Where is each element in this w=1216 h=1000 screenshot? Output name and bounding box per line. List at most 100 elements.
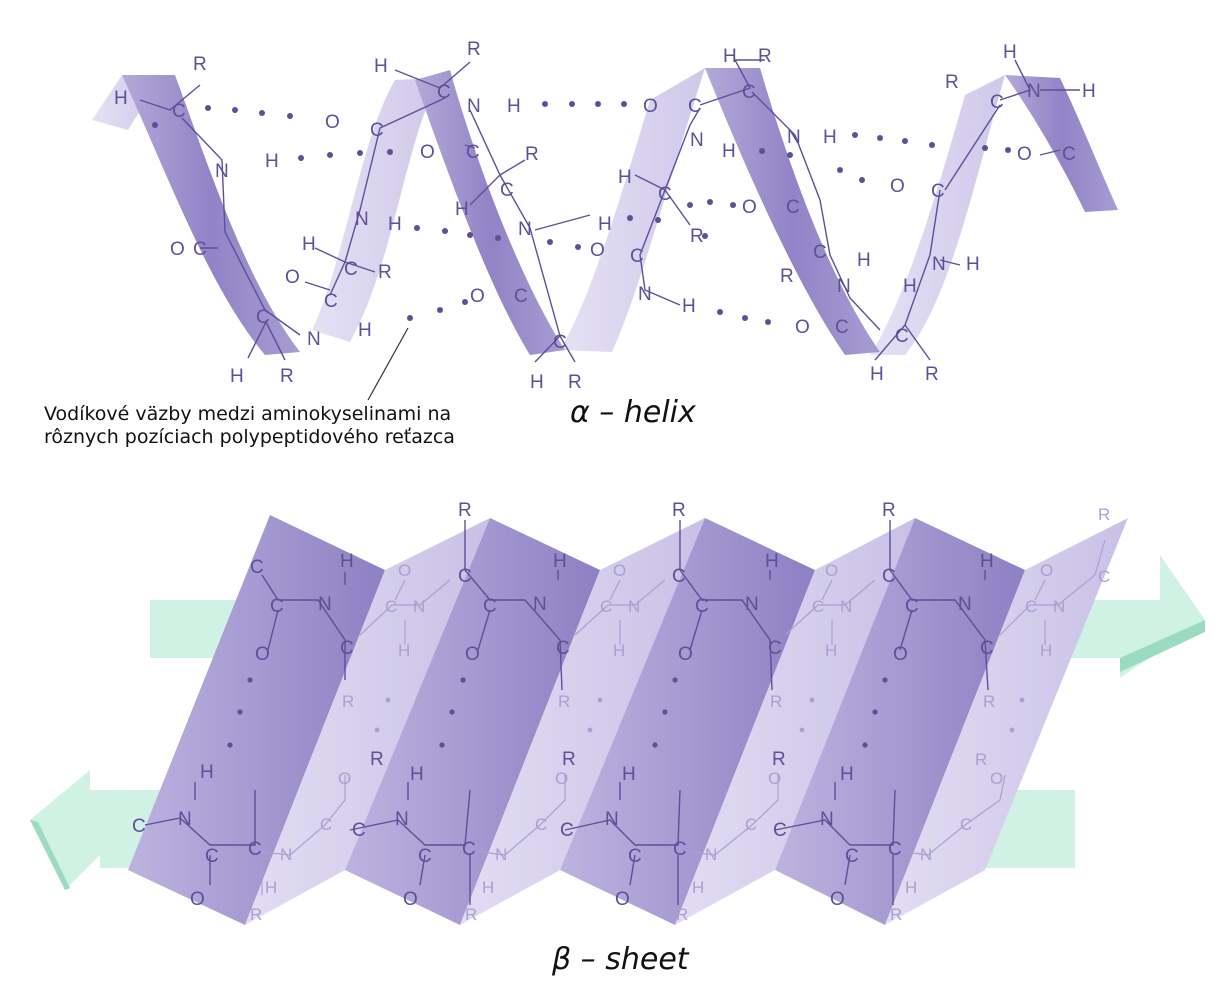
svg-text:N: N — [495, 845, 507, 864]
svg-text:C: C — [882, 566, 896, 587]
svg-text:N: N — [355, 209, 369, 230]
svg-text:R: R — [925, 364, 939, 385]
svg-text:O: O — [420, 142, 435, 163]
svg-text:C: C — [344, 259, 358, 280]
svg-text:N: N — [467, 96, 481, 117]
svg-text:N: N — [690, 130, 704, 151]
svg-text:R: R — [882, 500, 896, 521]
svg-text:H: H — [302, 234, 316, 255]
svg-text:H: H — [870, 364, 884, 385]
svg-text:C: C — [172, 101, 186, 122]
svg-text:C: C — [742, 82, 756, 103]
svg-text:N: N — [705, 845, 717, 864]
sheet-hydrogen-bonds — [227, 677, 1025, 748]
svg-text:R: R — [772, 749, 786, 770]
svg-text:C: C — [256, 307, 270, 328]
caption-leader-line — [367, 327, 409, 401]
svg-text:N: N — [787, 127, 801, 148]
svg-text:O: O — [325, 112, 340, 133]
svg-text:C: C — [250, 557, 264, 578]
svg-text:H: H — [966, 254, 980, 275]
svg-text:C: C — [888, 839, 902, 860]
svg-text:O: O — [768, 769, 781, 788]
svg-text:O: O — [643, 96, 658, 117]
svg-text:C: C — [466, 142, 480, 163]
svg-text:C: C — [385, 597, 397, 616]
svg-text:O: O — [590, 240, 605, 261]
svg-text:N: N — [1053, 597, 1065, 616]
svg-text:C: C — [352, 820, 366, 841]
svg-text:C: C — [600, 597, 612, 616]
svg-text:O: O — [338, 769, 351, 788]
svg-text:C: C — [812, 597, 824, 616]
svg-text:N: N — [307, 329, 321, 350]
svg-text:R: R — [250, 905, 262, 924]
svg-text:H: H — [410, 764, 424, 785]
svg-text:C: C — [535, 815, 547, 834]
svg-text:H: H — [613, 641, 625, 660]
svg-text:C: C — [835, 317, 849, 338]
svg-text:C: C — [324, 291, 338, 312]
svg-text:O: O — [893, 644, 908, 665]
svg-text:R: R — [342, 692, 354, 711]
svg-text:C: C — [370, 120, 384, 141]
svg-text:C: C — [845, 846, 859, 867]
svg-text:O: O — [830, 889, 845, 910]
svg-text:C: C — [628, 846, 642, 867]
svg-text:C: C — [458, 566, 472, 587]
svg-text:C: C — [193, 239, 207, 260]
svg-text:O: O — [825, 561, 838, 580]
svg-text:R: R — [467, 39, 481, 60]
svg-text:H: H — [114, 88, 128, 109]
svg-text:C: C — [905, 596, 919, 617]
alpha-helix-title: α – helix — [570, 395, 696, 430]
svg-text:C: C — [658, 184, 672, 205]
svg-text:C: C — [270, 596, 284, 617]
svg-text:C: C — [340, 638, 354, 659]
svg-text:N: N — [1027, 81, 1041, 102]
svg-text:C: C — [990, 92, 1004, 113]
svg-text:H: H — [230, 366, 244, 387]
svg-text:N: N — [745, 594, 759, 615]
svg-text:H: H — [825, 641, 837, 660]
svg-text:R: R — [676, 905, 688, 924]
svg-text:C: C — [960, 815, 972, 834]
svg-text:N: N — [840, 597, 852, 616]
svg-text:C: C — [931, 181, 945, 202]
svg-text:H: H — [823, 127, 837, 148]
svg-text:C: C — [560, 820, 574, 841]
svg-text:C: C — [500, 180, 514, 201]
svg-text:O: O — [795, 317, 810, 338]
helix-backbone-bonds — [139, 59, 1080, 363]
svg-text:N: N — [533, 594, 547, 615]
svg-text:N: N — [518, 219, 532, 240]
svg-text:H: H — [622, 764, 636, 785]
svg-text:H: H — [265, 151, 279, 172]
svg-text:H: H — [374, 56, 388, 77]
svg-text:H: H — [398, 641, 410, 660]
svg-text:C: C — [418, 846, 432, 867]
svg-text:H: H — [482, 878, 494, 897]
svg-text:O: O — [470, 286, 485, 307]
svg-text:R: R — [672, 500, 686, 521]
svg-text:O: O — [1040, 561, 1053, 580]
svg-text:R: R — [780, 266, 794, 287]
sheet-pleats — [128, 515, 1128, 925]
svg-text:C: C — [320, 815, 332, 834]
svg-text:H: H — [682, 296, 696, 317]
svg-text:R: R — [890, 905, 902, 924]
svg-text:O: O — [555, 769, 568, 788]
svg-text:H: H — [265, 878, 277, 897]
svg-text:H: H — [507, 96, 521, 117]
svg-text:O: O — [170, 239, 185, 260]
svg-text:N: N — [318, 594, 332, 615]
svg-text:N: N — [837, 276, 851, 297]
svg-text:H: H — [903, 276, 917, 297]
svg-text:C: C — [1062, 144, 1076, 165]
svg-text:R: R — [975, 750, 987, 769]
svg-text:N: N — [395, 809, 409, 830]
svg-text:C: C — [483, 596, 497, 617]
